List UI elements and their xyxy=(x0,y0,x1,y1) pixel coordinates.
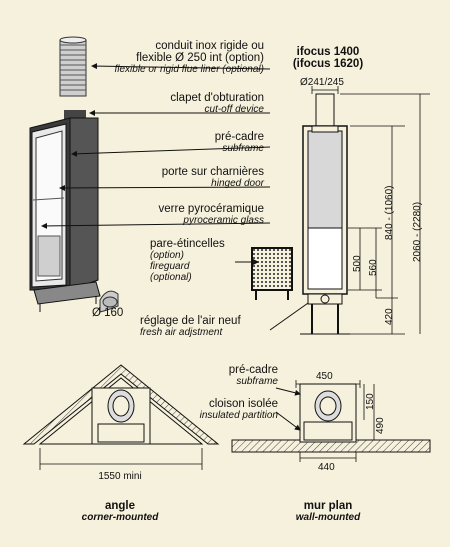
inlet-diameter-label: Ø 160 xyxy=(92,307,124,319)
door-label-fr: porte sur charnières xyxy=(161,166,264,178)
wall-title: mur plan wall-mounted xyxy=(278,500,378,523)
fireguard-label-en1: fireguard xyxy=(150,261,190,272)
fireguard-label-fr2: (option) xyxy=(150,250,184,261)
corner-title: angle corner-mounted xyxy=(70,500,170,523)
subframe-label: pré-cadre subframe xyxy=(215,131,264,154)
dim-440: 440 xyxy=(318,462,335,473)
wall-plan-drawing xyxy=(231,380,431,462)
flue-liner-drawing xyxy=(59,36,87,97)
damper-label-en: cut-off device xyxy=(204,104,264,115)
dim-490: 490 xyxy=(375,417,386,434)
flue-label-en: flexible or rigid flue liner (optional) xyxy=(114,64,264,75)
door-label: porte sur charnières hinged door xyxy=(162,166,264,189)
wall-subframe-fr: pré-cadre xyxy=(228,364,278,376)
damper-label: clapet d'obturation cut-off device xyxy=(170,92,264,115)
flue-liner-label: conduit inox rigide ou flexible Ø 250 in… xyxy=(114,40,264,75)
wall-subframe-en: subframe xyxy=(236,376,278,387)
wall-title-fr: mur plan xyxy=(303,500,353,512)
flue-label-fr2: flexible Ø 250 int (option) xyxy=(136,52,264,64)
subframe-label-en: subframe xyxy=(222,143,264,154)
dim-450: 450 xyxy=(316,371,333,382)
dimension-lines xyxy=(311,86,430,335)
corner-title-en: corner-mounted xyxy=(81,512,159,523)
wall-partition-fr: cloison isolée xyxy=(208,398,278,410)
dim-150: 150 xyxy=(365,393,376,410)
fireguard-label-fr: pare-étincelles xyxy=(150,238,225,250)
wall-title-en: wall-mounted xyxy=(295,512,361,523)
door-label-en: hinged door xyxy=(211,178,264,189)
glass-label-en: pyroceramic glass xyxy=(183,215,264,226)
dim-560: 560 xyxy=(368,259,379,276)
corner-width-dim: 1550 mini xyxy=(98,471,142,482)
air-label: réglage de l'air neuf fresh air adjstmen… xyxy=(140,315,241,338)
model-1620: (ifocus 1620) xyxy=(292,58,364,70)
flue-diameter-dim: Ø241/245 xyxy=(300,77,344,88)
model-1400: ifocus 1400 xyxy=(296,46,360,58)
dim-420: 420 xyxy=(384,308,395,325)
front-elevation-drawing xyxy=(300,93,350,335)
dim-840: 840 - (1060) xyxy=(384,185,395,240)
air-label-fr: réglage de l'air neuf xyxy=(140,315,241,327)
glass-label: verre pyrocéramique pyroceramic glass xyxy=(159,203,264,226)
fireguard-drawing xyxy=(251,247,293,300)
dim-500: 500 xyxy=(352,255,363,272)
air-label-en: fresh air adjstment xyxy=(140,327,223,338)
fireplace-3d-drawing xyxy=(29,110,119,313)
glass-label-fr: verre pyrocéramique xyxy=(158,203,264,215)
model-title: ifocus 1400 (ifocus 1620) xyxy=(284,46,372,70)
fireguard-label: pare-étincelles (option) fireguard (opti… xyxy=(150,238,225,283)
damper-label-fr: clapet d'obturation xyxy=(170,92,264,104)
dim-2060: 2060 - (2280) xyxy=(412,201,423,262)
wall-subframe-label: pré-cadre subframe xyxy=(229,364,278,387)
corner-title-fr: angle xyxy=(104,500,136,512)
subframe-label-fr: pré-cadre xyxy=(214,131,264,143)
fireguard-label-en2: (optional) xyxy=(150,272,192,283)
wall-partition-en: insulated partition xyxy=(199,410,278,421)
corner-plan-drawing xyxy=(22,364,220,470)
wall-partition-label: cloison isolée insulated partition xyxy=(200,398,278,421)
flue-label-fr1: conduit inox rigide ou xyxy=(155,40,264,52)
